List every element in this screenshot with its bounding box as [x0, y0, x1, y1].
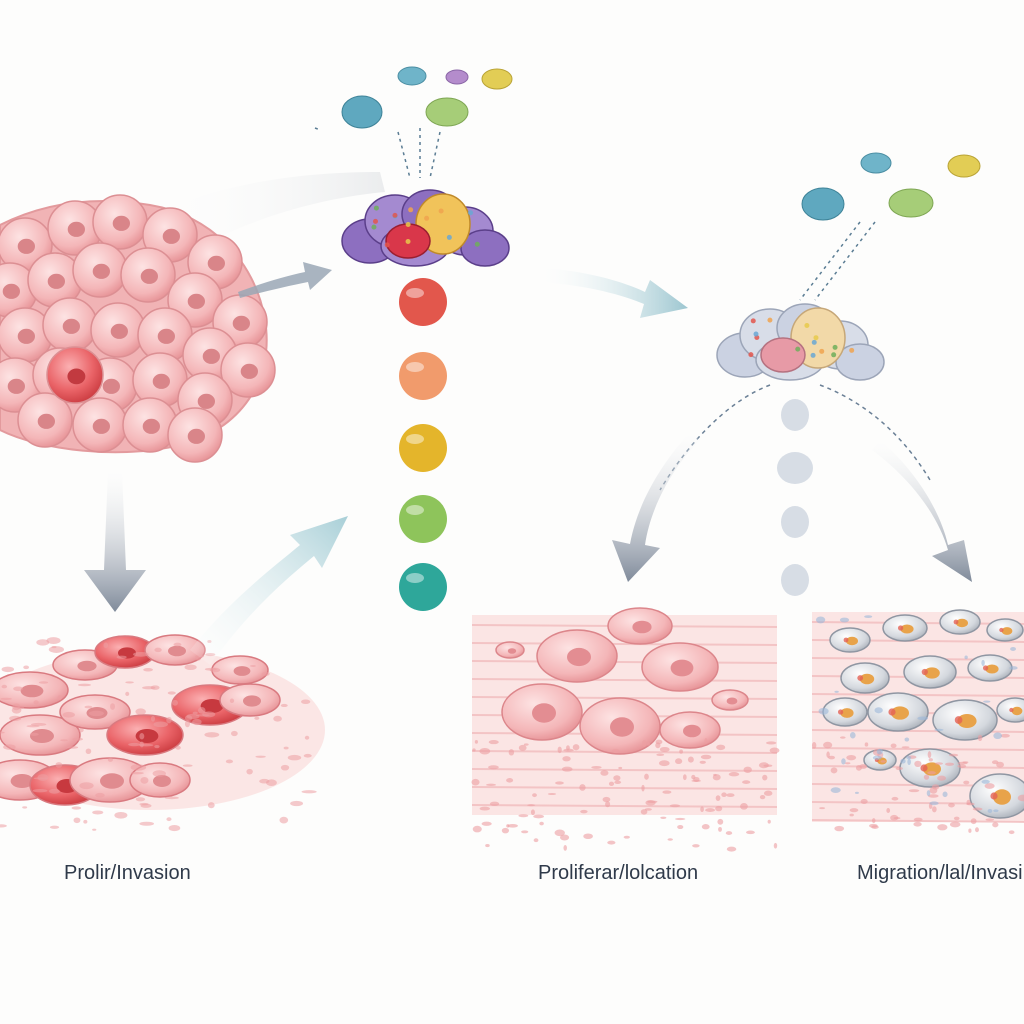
migration-cell [822, 697, 868, 727]
tumor-cell [90, 302, 146, 358]
arrow-down-left [84, 470, 146, 612]
proliferation-cell [607, 607, 673, 645]
tumor-cell-highlighted [46, 346, 104, 404]
migration-cell [939, 609, 981, 635]
proliferation-cell [641, 642, 719, 692]
migration-cell [967, 654, 1013, 682]
pale-molecule [777, 452, 813, 484]
migration-cell [829, 627, 871, 653]
migration-cell [986, 618, 1024, 642]
tumor-cell [92, 194, 148, 250]
receptor-complex-top [341, 189, 510, 267]
tissue-cell [219, 683, 281, 717]
label-center: Proliferar/lolcation [538, 862, 699, 884]
migration-cell [903, 655, 957, 689]
proliferation-cell [495, 641, 525, 659]
tumor-cell [137, 307, 193, 363]
migration-tissue [811, 609, 1024, 835]
pale-molecule-chain [777, 399, 813, 596]
tumor-cell [142, 207, 198, 263]
signal-molecules-top [341, 66, 513, 129]
migration-cell [932, 699, 998, 741]
signal-molecules-right [801, 152, 981, 221]
tumor-cell [72, 397, 128, 453]
proliferation-cell [711, 689, 749, 711]
tumor-cell-cluster [0, 194, 276, 463]
arrow-tissue-to-chain [190, 516, 348, 665]
complex-lobe [835, 343, 885, 381]
molecule-chain [399, 278, 447, 611]
tissue-cell [0, 714, 81, 756]
proliferation-cell [536, 629, 618, 683]
tumor-cell [167, 407, 223, 463]
signal-dashes-right [799, 221, 876, 301]
pale-molecule [781, 506, 809, 538]
migration-cells [822, 609, 1024, 819]
chain-molecule [399, 424, 447, 472]
migration-cell [996, 697, 1024, 723]
signal-dashes-top [314, 127, 441, 179]
label-left: Prolir/Invasion [64, 862, 191, 884]
migration-cell [867, 692, 929, 732]
chain-molecule [399, 563, 447, 611]
proliferation-cell [579, 697, 661, 755]
tissue-speckles-left [0, 637, 317, 832]
proliferation-cell [659, 711, 721, 749]
complex-subunit-red [760, 337, 806, 373]
complex-lobe [460, 229, 510, 267]
flow-band [150, 172, 385, 270]
tissue-cell [0, 671, 69, 709]
tissue-cell [211, 655, 269, 685]
tissue-cell [144, 634, 206, 666]
tissue-cell [129, 762, 191, 798]
tumor-cell [72, 242, 128, 298]
tumor-cell [42, 297, 98, 353]
tumor-cell [220, 342, 276, 398]
chain-molecule [399, 352, 447, 400]
chain-molecule [399, 278, 447, 326]
arrow-tumor-to-receptor [238, 262, 332, 298]
invasion-tissue-left [0, 634, 325, 832]
proliferation-tissue [471, 607, 780, 852]
proliferation-cell [501, 683, 583, 741]
migration-cell [969, 773, 1024, 819]
dashed-guides-right [659, 384, 931, 491]
chain-molecule [399, 495, 447, 543]
tumor-cell [17, 392, 73, 448]
migration-cell [882, 614, 928, 642]
tumor-cell [122, 397, 178, 453]
receptor-complex-right [716, 303, 885, 381]
label-right: Migration/lal/Invasi [857, 862, 1023, 884]
pale-molecule [781, 399, 809, 431]
tumor-cells [0, 194, 276, 463]
migration-cell [840, 662, 890, 694]
arrow-to-proliferation [612, 432, 700, 582]
tumor-cell [120, 247, 176, 303]
arrow-to-migration [872, 440, 972, 582]
arrow-chain-to-right-complex [540, 268, 688, 318]
pale-molecule [781, 564, 809, 596]
